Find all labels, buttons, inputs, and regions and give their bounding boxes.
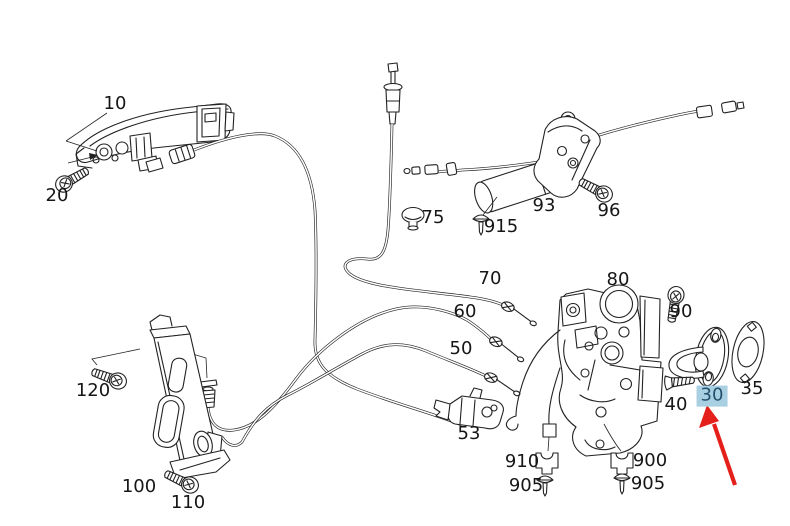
part-label-96[interactable]: 96 [597, 200, 621, 222]
part-label-53[interactable]: 53 [457, 423, 481, 445]
part-label-30-selected[interactable]: 30 [696, 385, 728, 407]
part-75-grommet-drawing [401, 206, 425, 231]
part-80-lock-drawing [505, 284, 664, 457]
part-905-pin-right-drawing [613, 473, 631, 495]
part-label-910[interactable]: 910 [504, 451, 540, 473]
part-20-screw-drawing [52, 112, 108, 196]
part-900-clip-drawing [610, 452, 634, 475]
selection-arrow [699, 405, 737, 486]
handle-cable-drawing [145, 132, 465, 428]
part-35-gasket-drawing [731, 320, 765, 384]
part-label-120[interactable]: 120 [75, 380, 111, 402]
part-label-80[interactable]: 80 [606, 269, 630, 291]
part-label-75[interactable]: 75 [421, 207, 445, 229]
part-label-70[interactable]: 70 [478, 268, 502, 290]
part-93-actuator-drawing [403, 100, 745, 216]
part-label-40[interactable]: 40 [664, 394, 688, 416]
part-label-50[interactable]: 50 [449, 338, 473, 360]
part-label-110[interactable]: 110 [170, 492, 206, 514]
part-label-905-left[interactable]: 905 [508, 475, 544, 497]
part-label-90[interactable]: 90 [669, 301, 693, 323]
part-50-cable-drawing [220, 343, 524, 447]
part-30-striker-drawing [668, 326, 730, 388]
part-100-carrier-drawing [91, 314, 231, 480]
part-label-20[interactable]: 20 [45, 185, 69, 207]
part-label-60[interactable]: 60 [453, 301, 477, 323]
part-53-module-drawing [433, 387, 504, 430]
part-label-900[interactable]: 900 [632, 450, 668, 472]
part-label-905-right[interactable]: 905 [630, 473, 666, 495]
part-60-cable-drawing [185, 305, 529, 432]
part-label-10[interactable]: 10 [103, 93, 127, 115]
part-label-915[interactable]: 915 [483, 216, 519, 238]
part-70-cable-drawing [343, 62, 541, 328]
part-label-100[interactable]: 100 [121, 476, 157, 498]
part-910-clip-drawing [535, 452, 559, 475]
part-label-93[interactable]: 93 [532, 195, 556, 217]
part-label-35[interactable]: 35 [740, 378, 764, 400]
